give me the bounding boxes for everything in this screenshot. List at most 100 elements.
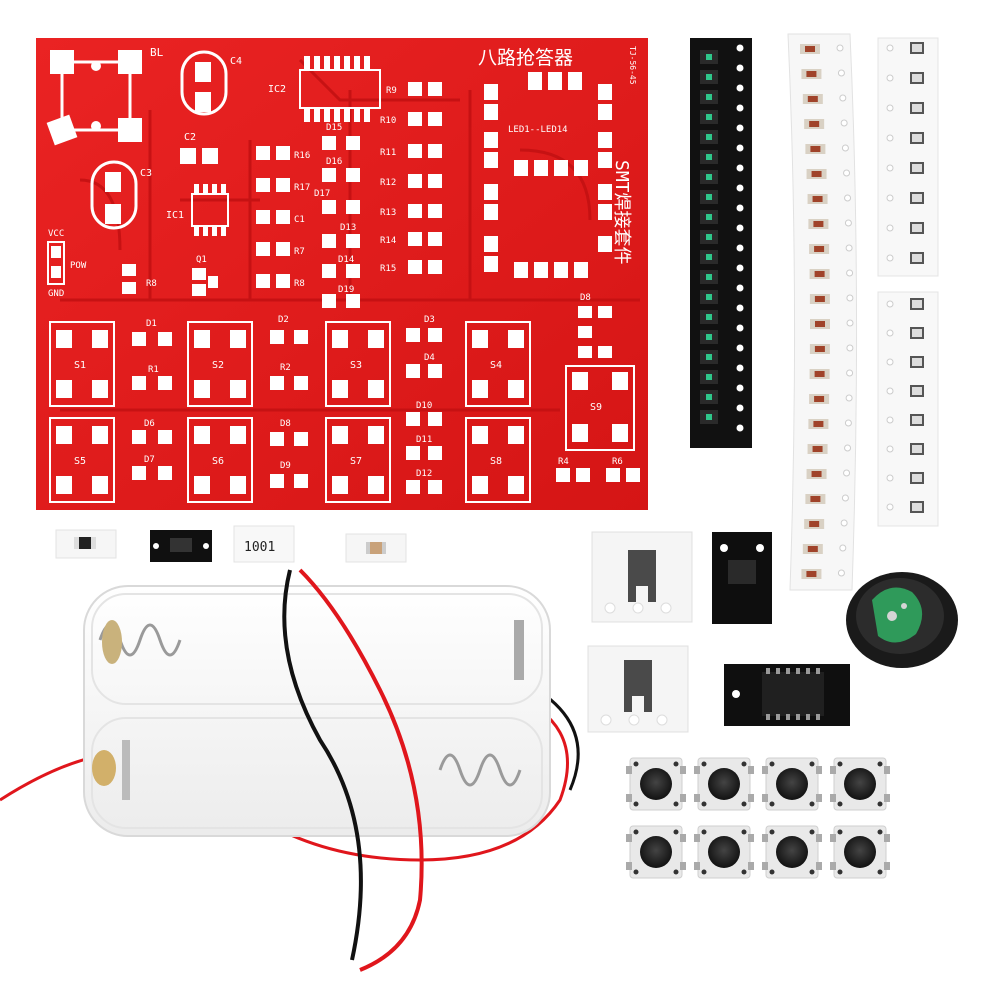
vcc-label: VCC <box>48 229 64 239</box>
tape-sprocket-hole <box>837 569 845 577</box>
cap-c2-label: C2 <box>184 132 196 143</box>
ic2-label: IC2 <box>268 84 286 95</box>
resistor-chip <box>812 446 823 452</box>
tape-sprocket-hole <box>736 384 744 392</box>
smd-marking-text: 1001 <box>244 540 275 555</box>
r10-label: R10 <box>380 116 396 126</box>
tape-sprocket-hole <box>846 269 854 277</box>
d8-label: D8 <box>580 293 591 303</box>
resistor-chip <box>810 146 821 152</box>
resistor-chip <box>814 246 825 252</box>
s6-label: S6 <box>212 456 224 467</box>
buzzer-label: BL <box>150 46 164 59</box>
tape-sprocket-hole <box>840 119 848 127</box>
tape-sprocket-hole <box>886 44 894 52</box>
resistor-chip <box>814 296 825 302</box>
r6-label: R6 <box>612 457 623 467</box>
resistor-chip <box>814 371 825 377</box>
tape-sprocket-hole <box>736 104 744 112</box>
s8-label: S8 <box>490 456 502 467</box>
smd-chip-face <box>912 300 922 308</box>
tape-sprocket-hole <box>736 84 744 92</box>
tape-sprocket-hole <box>736 364 744 372</box>
tape-sprocket-hole <box>736 224 744 232</box>
tape-sprocket-hole <box>836 44 844 52</box>
led-chip <box>706 154 712 160</box>
resistor-chip <box>807 96 818 102</box>
transistor-q1-footprint: Q1 <box>192 255 218 296</box>
d2-label: D2 <box>278 315 289 325</box>
tape-sprocket-hole <box>886 300 894 308</box>
smd-chip-face <box>912 474 922 482</box>
buzzer <box>846 572 958 668</box>
loose-resistor-1 <box>55 529 117 559</box>
cap-c4-label: C4 <box>230 56 242 67</box>
led-chip <box>706 314 712 320</box>
tape-sprocket-hole <box>886 329 894 337</box>
led-chip <box>706 74 712 80</box>
tactile-button <box>626 757 686 811</box>
tactile-button <box>626 825 686 879</box>
tape-sprocket-hole <box>846 319 854 327</box>
tape-sprocket-hole <box>886 358 894 366</box>
led-chip <box>706 414 712 420</box>
resistor-chip <box>805 46 815 52</box>
tape-sprocket-hole <box>886 254 894 262</box>
tape-sprocket-hole <box>736 424 744 432</box>
d3-label: D3 <box>424 315 435 325</box>
q1-label: Q1 <box>196 255 207 265</box>
tape-sprocket-hole <box>846 369 854 377</box>
tape-sprocket-hole <box>736 244 744 252</box>
r4-label: R4 <box>558 457 569 467</box>
resistor-chip <box>809 121 820 127</box>
tape-sprocket-hole <box>843 469 851 477</box>
d4-label: D4 <box>424 353 435 363</box>
tape-sprocket-hole <box>839 94 847 102</box>
tactile-button <box>762 757 822 811</box>
resistor-tape-curved <box>787 33 858 591</box>
cap-c3-label: C3 <box>140 168 152 179</box>
tape-sprocket-hole <box>886 503 894 511</box>
r15-label: R15 <box>380 264 396 274</box>
led-chip <box>706 294 712 300</box>
resistor-chip <box>809 521 820 527</box>
d9-label: D9 <box>280 461 291 471</box>
r13-label: R13 <box>380 208 396 218</box>
tape-sprocket-hole <box>736 284 744 292</box>
tape-sprocket-hole <box>736 44 744 52</box>
smd-chip-face <box>912 104 922 112</box>
switch-s1-footprint: S1 <box>49 321 115 407</box>
led-chip <box>706 214 712 220</box>
bridge-footprint: BL <box>46 46 164 146</box>
tape-sprocket-hole <box>840 519 848 527</box>
smd-tape-bottom <box>877 291 939 527</box>
smd-chip-face <box>912 329 922 337</box>
tape-sprocket-hole <box>844 194 852 202</box>
resistor-chip <box>807 546 818 552</box>
smd-tape-top <box>877 37 939 277</box>
resistor-chip <box>814 271 825 277</box>
d10-label: D10 <box>416 401 432 411</box>
pcb-subtitle: SMT焊接套件 <box>611 160 632 265</box>
r8-left-label: R8 <box>146 279 157 289</box>
resistor-chip <box>806 71 817 77</box>
s4-label: S4 <box>490 360 502 371</box>
small-pads-right <box>578 306 612 358</box>
s2-label: S2 <box>212 360 224 371</box>
transistor-chip <box>712 532 772 624</box>
switch-s7-footprint: S7 <box>325 417 391 503</box>
tape-sprocket-hole <box>841 144 849 152</box>
d14-label: D14 <box>338 255 354 265</box>
switch-s6-footprint: S6 <box>187 417 253 503</box>
resistor-chip <box>815 321 825 327</box>
tape-sprocket-hole <box>736 344 744 352</box>
tape-sprocket-hole <box>886 134 894 142</box>
resistor-chip <box>806 571 817 577</box>
gnd-label: GND <box>48 289 64 299</box>
tape-sprocket-hole <box>886 194 894 202</box>
resistor-chip <box>814 346 825 352</box>
tape-sprocket-hole <box>886 416 894 424</box>
pcb-board: BL C4 C3 VCC POW GND <box>36 38 648 510</box>
switch-s3-footprint: S3 <box>325 321 391 407</box>
